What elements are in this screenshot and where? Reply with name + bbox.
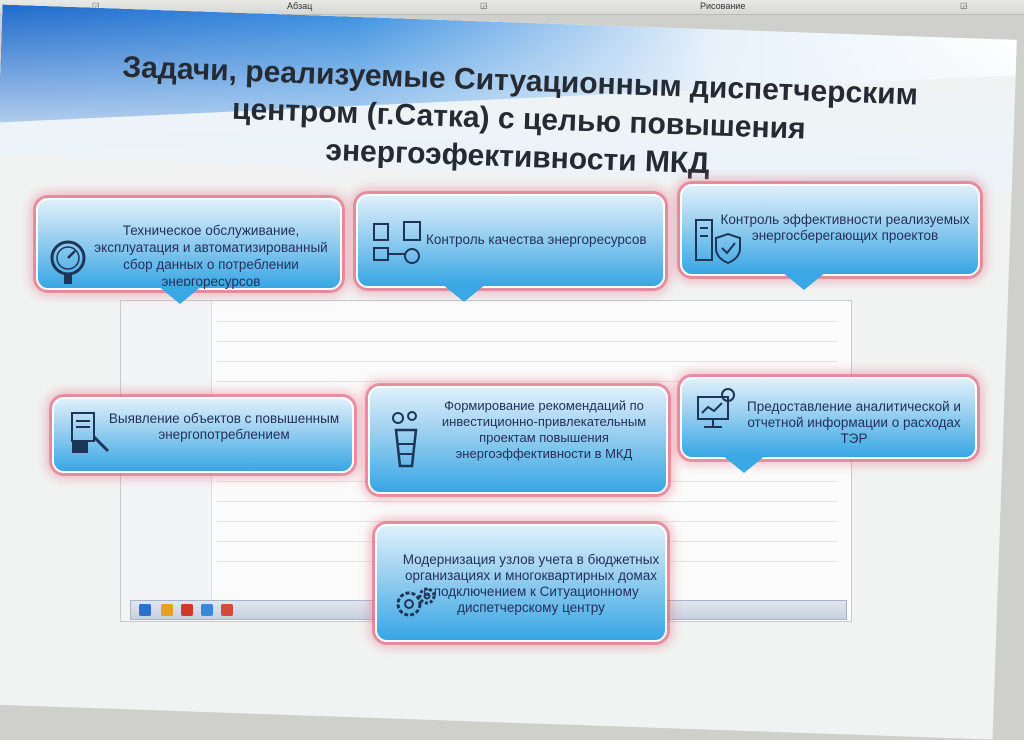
- dialog-launcher-icon[interactable]: ◲: [960, 1, 968, 10]
- pressure-gauge-icon: [46, 238, 90, 290]
- task-card-recommendations: Формирование рекомендаций по инвестицион…: [368, 386, 668, 494]
- document-box-icon: [68, 411, 112, 461]
- card-pointer: [158, 286, 202, 304]
- task-card-modernization: Модернизация узлов учета в бюджетных орг…: [375, 524, 667, 642]
- card-text: Формирование рекомендаций по инвестицион…: [441, 398, 647, 461]
- explorer-icon: [161, 604, 173, 616]
- card-text: Выявление объектов с повышенным энергопо…: [108, 411, 340, 442]
- gears-icon: [393, 582, 439, 630]
- screenshot-table-row: [217, 321, 837, 322]
- paragraph-group-label: Абзац: [287, 1, 313, 11]
- task-card-analytics: Предоставление аналитической и отчетной …: [680, 377, 977, 473]
- monitor-gear-icon: [694, 387, 738, 437]
- start-icon: [139, 604, 151, 616]
- task-card-maintenance: Техническое обслуживание, эксплуатация и…: [36, 198, 342, 304]
- card-pointer: [722, 455, 766, 473]
- screenshot-table-row: [217, 361, 837, 362]
- task-card-detection: Выявление объектов с повышенным энергопо…: [52, 397, 354, 473]
- card-text: Контроль качества энергоресурсов: [426, 232, 647, 247]
- app-icon: [221, 604, 233, 616]
- card-text: Модернизация узлов учета в бюджетных орг…: [402, 552, 660, 615]
- card-text: Контроль эффективности реализуемых энерг…: [720, 212, 970, 243]
- screenshot-table-row: [217, 501, 837, 502]
- card-text: Техническое обслуживание, эксплуатация и…: [94, 223, 328, 289]
- browser-icon: [181, 604, 193, 616]
- card-pointer: [442, 284, 486, 302]
- word-ribbon: ◲ Абзац ◲ Рисование ◲: [0, 0, 1024, 15]
- app-icon: [201, 604, 213, 616]
- task-card-quality-control: Контроль качества энергоресурсов: [356, 194, 665, 302]
- chimney-icon: [388, 410, 428, 474]
- screenshot-table-row: [217, 521, 837, 522]
- building-shield-icon: [692, 216, 742, 270]
- card-pointer: [782, 272, 826, 290]
- task-card-efficiency-control: Контроль эффективности реализуемых энерг…: [680, 184, 980, 290]
- screenshot-table-row: [217, 381, 837, 382]
- drawing-group-label: Рисование: [700, 1, 746, 11]
- buildings-network-icon: [370, 218, 426, 272]
- screenshot-table-row: [217, 341, 837, 342]
- card-text: Предоставление аналитической и отчетной …: [747, 399, 961, 446]
- dialog-launcher-icon[interactable]: ◲: [92, 1, 100, 10]
- dialog-launcher-icon[interactable]: ◲: [480, 1, 488, 10]
